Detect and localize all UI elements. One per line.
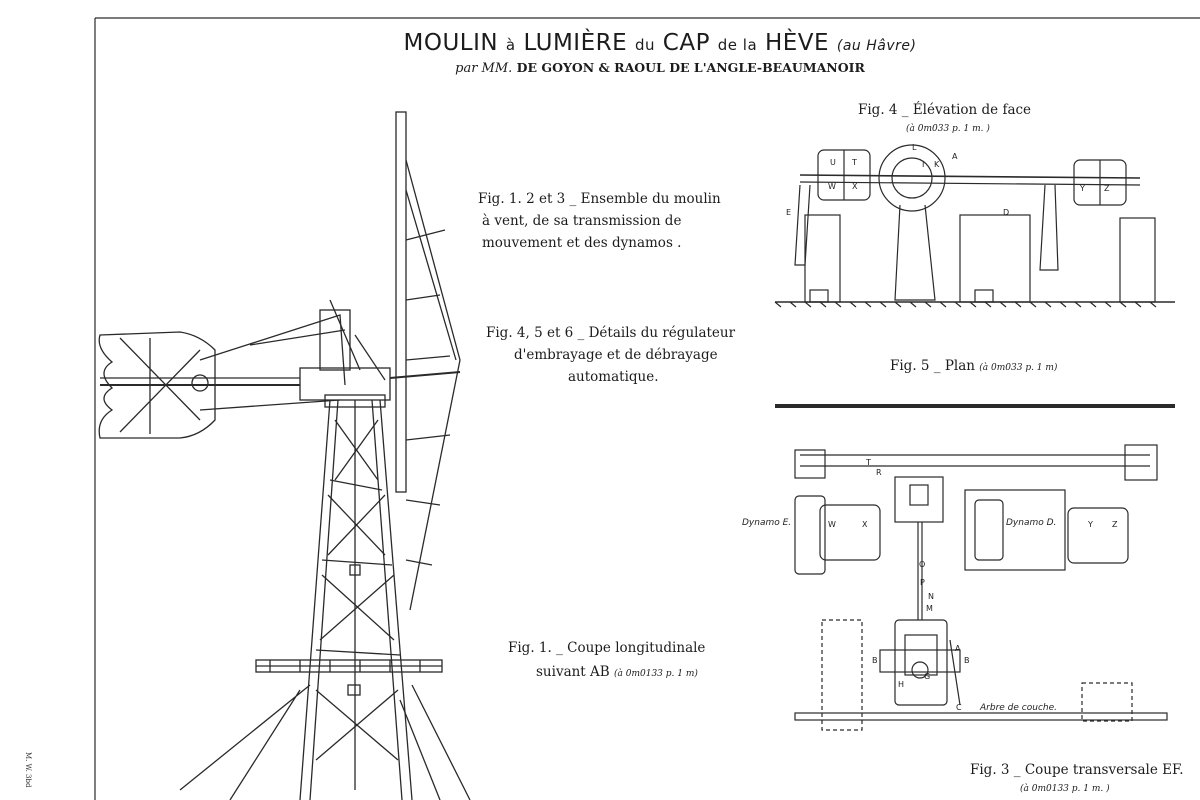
title-a: à (505, 36, 516, 54)
caption-fig1-ab: suivant AB (536, 664, 610, 680)
section-letter-a: A (955, 644, 961, 653)
section-letter-n: N (928, 592, 934, 601)
letter-x: X (852, 182, 858, 191)
caption-fig3-scale: (à 0m0133 p. 1 m. ) (1020, 784, 1110, 794)
page-subtitle: par MM. DE GOYON & RAOUL DE L'ANGLE-BEAU… (300, 60, 1020, 76)
section-letter-b-right: B (964, 656, 970, 665)
fig5-plan (775, 404, 1175, 620)
section-letter-g: G (924, 672, 931, 681)
page-title: MOULIN à LUMIÈRE du CAP de la HÈVE (au H… (300, 30, 1020, 56)
dynamo-d-base (964, 489, 1066, 571)
margin-note: M. W. 3bd (24, 752, 32, 788)
plan-letter-r: R (876, 468, 882, 477)
section-letter-b-left: B (872, 656, 878, 665)
caption-fig123: Fig. 1. 2 et 3 _ Ensemble du moulin à ve… (478, 188, 721, 254)
caption-fig4-scale: (à 0m033 p. 1 m. ) (906, 124, 990, 134)
section-letter-m: M (926, 604, 933, 613)
dynamo-e-base (794, 495, 826, 575)
sail-frame (405, 159, 461, 611)
title-heve: HÈVE (764, 30, 830, 56)
subtitle-authors: DE GOYON & RAOUL DE L'ANGLE-BEAUMANOIR (516, 60, 865, 75)
caption-fig456-line2: d'embrayage et de débrayage (514, 347, 718, 363)
caption-fig5-label: Fig. 5 _ Plan (890, 358, 975, 374)
letter-k: K (934, 160, 940, 169)
plan-letter-x: X (862, 520, 868, 529)
caption-fig1-scale: (à 0m0133 p. 1 m) (614, 669, 698, 679)
plan-letter-y: Y (1088, 520, 1093, 529)
caption-fig1-suivant: suivant AB (à 0m0133 p. 1 m) (536, 664, 698, 680)
tower-frame (299, 399, 413, 800)
letter-i: I (922, 160, 925, 169)
caption-fig3: Fig. 3 _ Coupe transversale EF. (970, 762, 1184, 778)
letter-y: Y (1080, 184, 1085, 193)
label-dynamo-e: Dynamo E. (742, 518, 792, 528)
label-dynamo-d: Dynamo D. (1006, 518, 1057, 528)
caption-fig5: Fig. 5 _ Plan (à 0m033 p. 1 m) (890, 358, 1057, 374)
tail-vane (98, 331, 216, 439)
fig4-wheel (878, 144, 946, 212)
caption-fig4: Fig. 4 _ Élévation de face (858, 102, 1032, 118)
title-moulin: MOULIN (403, 30, 499, 56)
fig3-section (794, 619, 1168, 731)
title-du: du (634, 36, 655, 54)
section-letter-h: H (898, 680, 905, 689)
letter-z: Z (1104, 184, 1110, 193)
title-lumiere: LUMIÈRE (523, 30, 628, 56)
plan-letter-z: Z (1112, 520, 1118, 529)
caption-fig123-line1: Fig. 1. 2 et 3 _ Ensemble du moulin (478, 191, 721, 207)
section-letter-c: C (956, 703, 962, 712)
caption-fig5-scale: (à 0m033 p. 1 m) (979, 363, 1058, 373)
subtitle-prefix: par MM. (455, 61, 513, 76)
letter-w: W (828, 182, 836, 191)
letter-e: E (786, 208, 792, 217)
caption-fig456: Fig. 4, 5 et 6 _ Détails du régulateur d… (486, 322, 735, 388)
caption-fig123-line2: à vent, de sa transmission de (482, 213, 682, 229)
caption-fig123-line3: mouvement et des dynamos . (482, 235, 682, 251)
letter-d: D (1003, 208, 1010, 217)
letter-a: A (952, 152, 958, 161)
caption-fig1: Fig. 1. _ Coupe longitudinale (508, 640, 706, 656)
title-cap: CAP (662, 30, 710, 56)
letter-l: L (912, 143, 917, 152)
title-de-la: de la (717, 36, 758, 54)
fig4-elevation (774, 144, 1175, 308)
letter-u: U (830, 158, 836, 167)
caption-fig456-line1: Fig. 4, 5 et 6 _ Détails du régulateur (486, 325, 736, 341)
label-arbre-de-couche: Arbre de couche. (980, 703, 1057, 713)
plan-letter-w: W (828, 520, 836, 529)
title-au-havre: (au Hâvre) (836, 38, 917, 54)
section-letter-o: O (919, 560, 926, 569)
letter-t: T (852, 158, 857, 167)
plan-letter-t: T (866, 458, 871, 467)
fig1-windmill (98, 111, 471, 800)
section-letter-p: P (920, 578, 925, 587)
caption-fig456-line3: automatique. (568, 369, 659, 385)
arbre-de-couche (794, 712, 1168, 721)
